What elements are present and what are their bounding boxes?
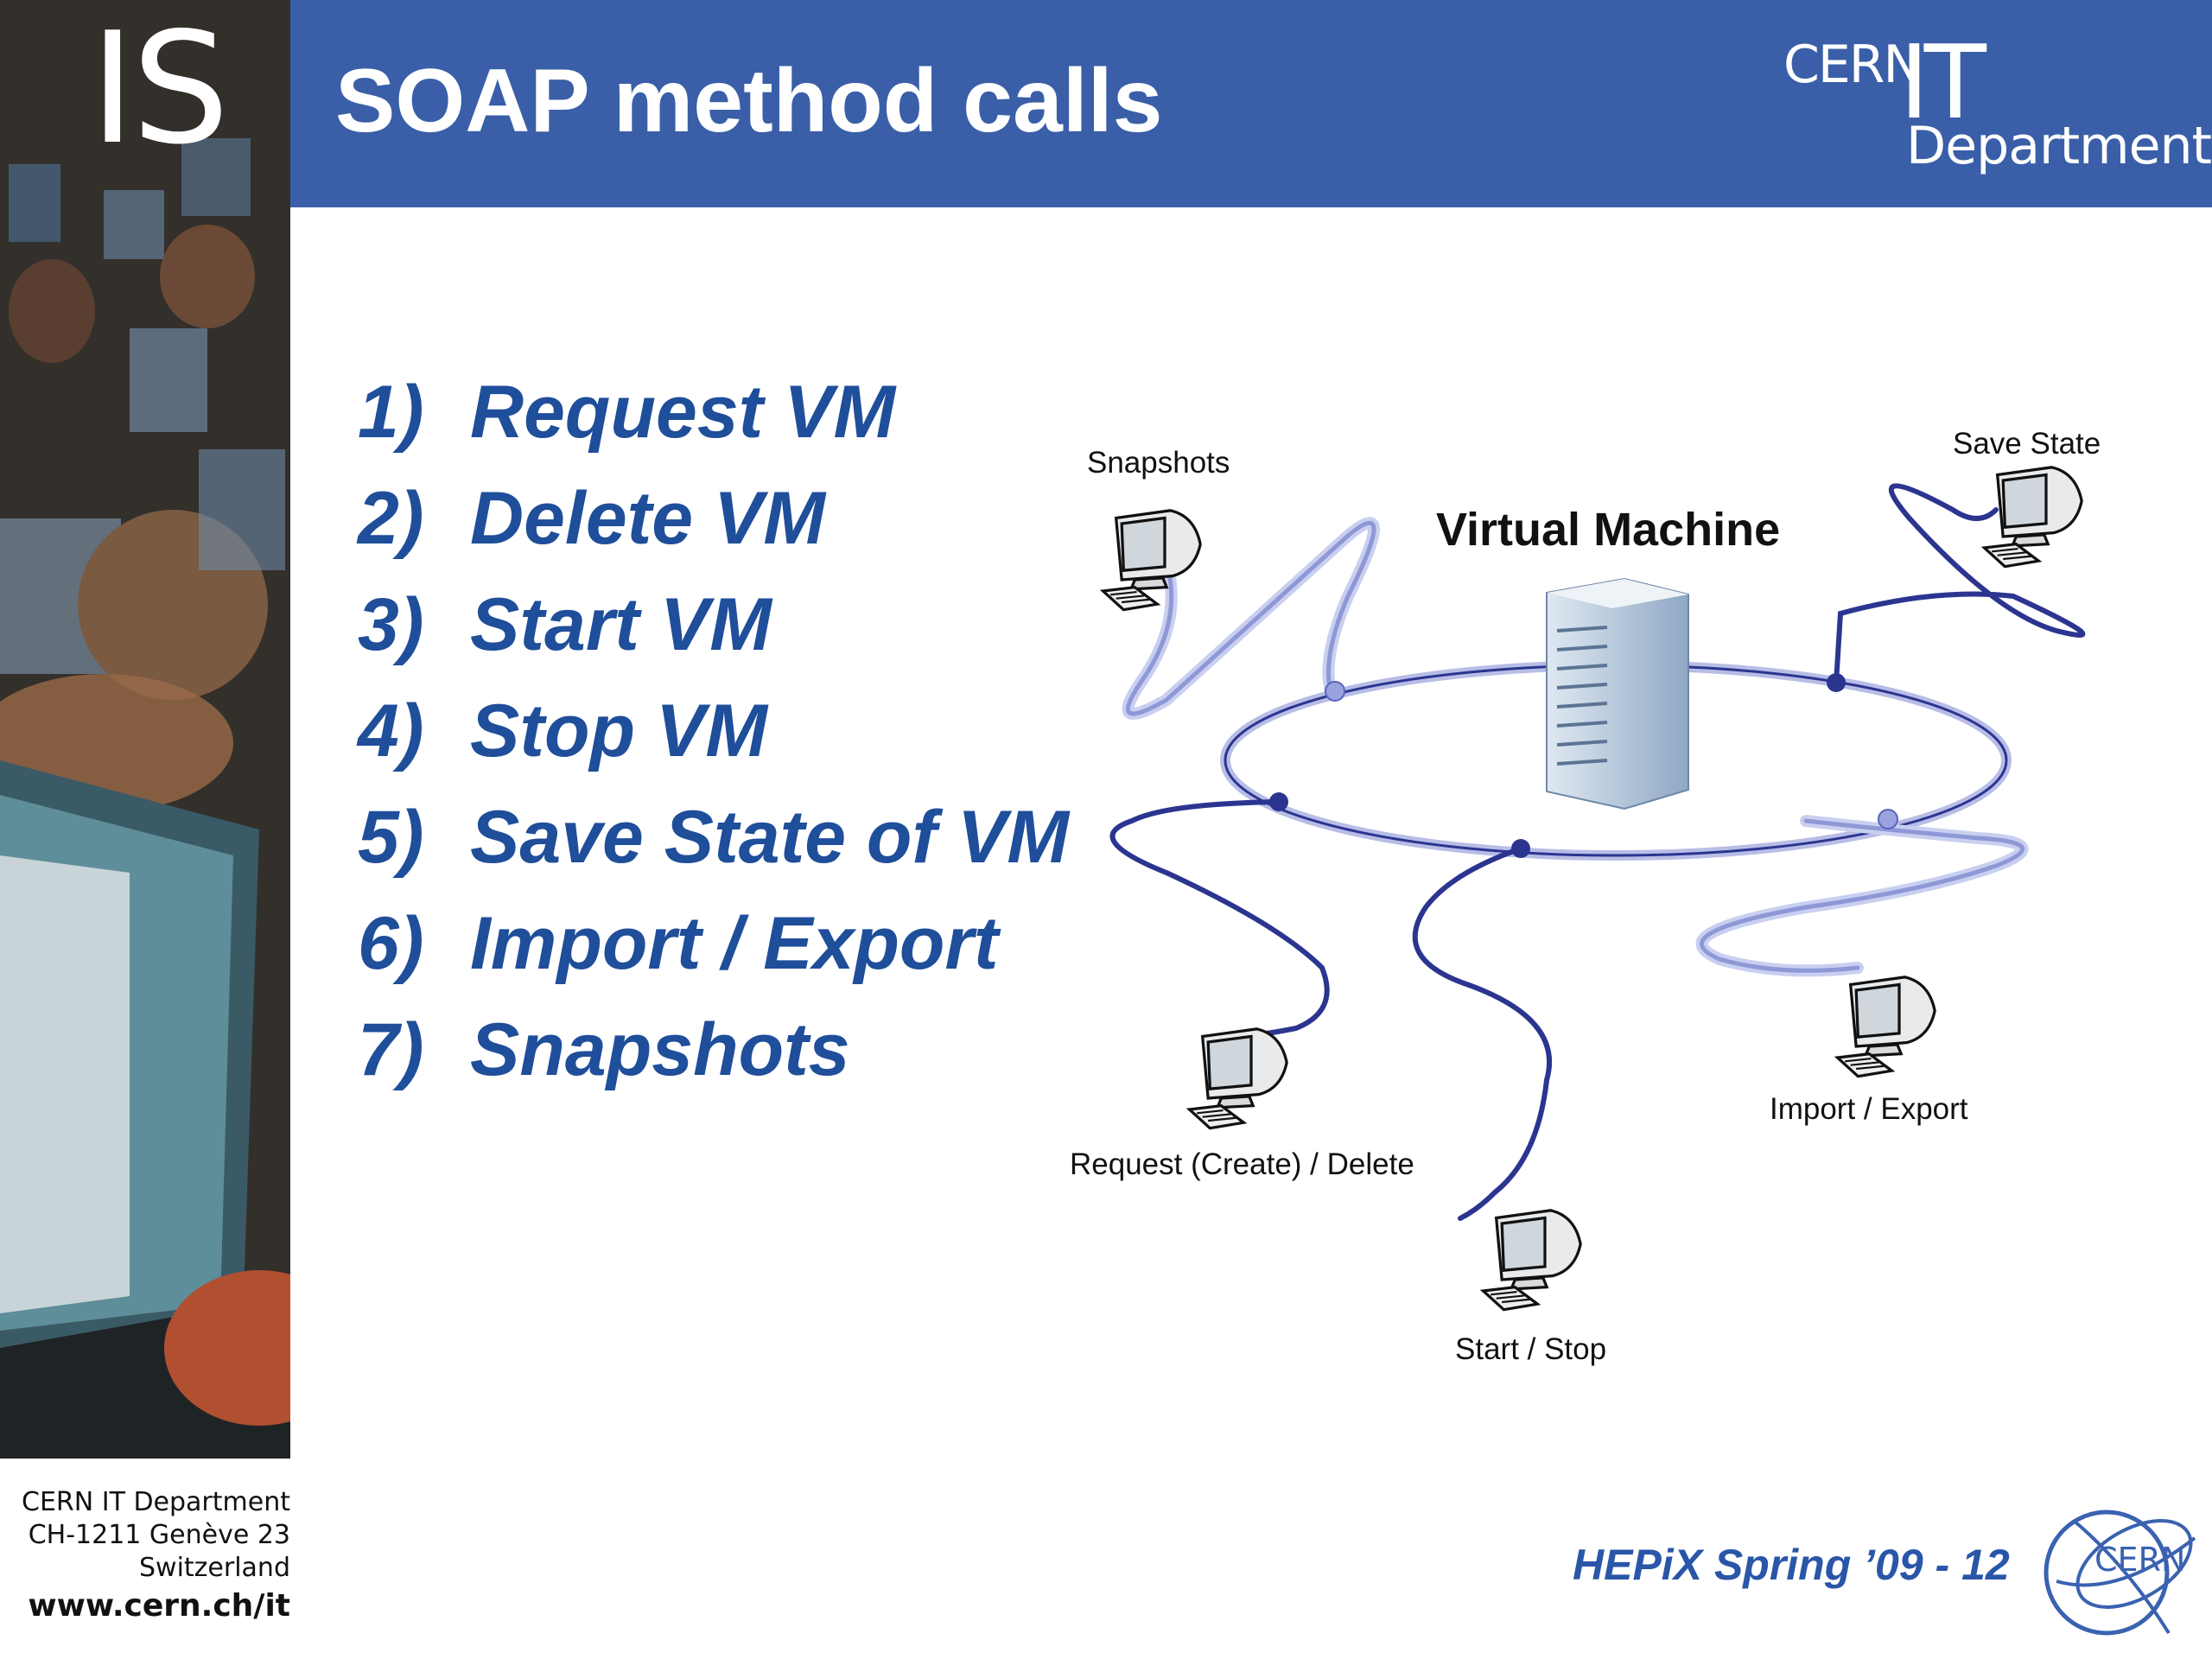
vm-title: Virtual Machine [1436,504,1781,556]
list-item: 7)Snapshots [358,1013,1069,1119]
address-line: CH-1211 Genève 23 [28,1520,290,1550]
request-delete-label: Request (Create) / Delete [1070,1147,1414,1181]
list-item-label: Start VM [470,583,772,666]
address-line: Switzerland [139,1553,290,1583]
list-item-number: 6) [358,902,424,985]
diagram-drawing [1101,466,2086,1312]
brand-department: Department [1906,116,2212,176]
website-link[interactable]: www.cern.ch/it [28,1588,290,1624]
start-stop-pc-icon [1481,1209,1582,1312]
list-item-label: Stop VM [470,690,767,772]
list-item-label: Save State of VM [470,796,1069,879]
list-item: 6)Import / Export [358,906,1069,1013]
list-item: 5)Save State of VM [358,800,1069,906]
list-item: 2)Delete VM [358,481,1069,588]
cern-logo-text: CERN [2094,1541,2185,1579]
snapshots-label: Snapshots [1087,446,1230,480]
list-item: 4)Stop VM [358,694,1069,800]
list-item-label: Delete VM [470,477,826,560]
start-stop-label: Start / Stop [1455,1332,1607,1366]
brand-cern: CERN [1783,35,1922,95]
list-item: 3)Start VM [358,588,1069,694]
page-title: SOAP method calls [335,51,1163,151]
is-logo: IS [90,0,229,178]
request-delete-pc-icon [1187,1027,1288,1130]
list-item-label: Import / Export [470,902,999,985]
audience-photo [0,0,290,1459]
list-item-number: 2) [358,477,424,560]
import-export-pc-icon [1835,976,1936,1078]
cern-logo: CERN [2044,1510,2196,1636]
slide-footer: HEPiX Spring ’09 - 12 [1573,1541,2010,1589]
import-export-label: Import / Export [1770,1092,1968,1126]
address-line: CERN IT Department [22,1487,290,1517]
list-item-number: 4) [358,690,424,772]
snapshots-pc-icon [1101,509,1202,612]
vm-diagram: Virtual Machine Snapshots Save State Req… [1063,423,2195,1374]
brand-it: IT [1899,22,1986,142]
list-item-label: Snapshots [470,1008,850,1091]
save-state-label: Save State [1953,427,2101,461]
list-item-number: 7) [358,1008,424,1091]
list-item-number: 3) [358,583,424,666]
list-item-label: Request VM [470,371,896,454]
server-icon [1546,577,1689,810]
save-state-pc-icon [1982,466,2083,569]
method-list: 1)Request VM 2)Delete VM 3)Start VM 4)St… [358,375,1069,1119]
address-block: CERN IT Department CH-1211 Genève 23 Swi… [0,1486,290,1623]
list-item-number: 5) [358,796,424,879]
list-item-number: 1) [358,371,424,454]
sidebar-photo: IS [0,0,290,1459]
cern-it-department-logo: CERN IT Department [1775,22,2212,180]
list-item: 1)Request VM [358,375,1069,481]
header-bar: SOAP method calls CERN IT Department [290,0,2212,207]
